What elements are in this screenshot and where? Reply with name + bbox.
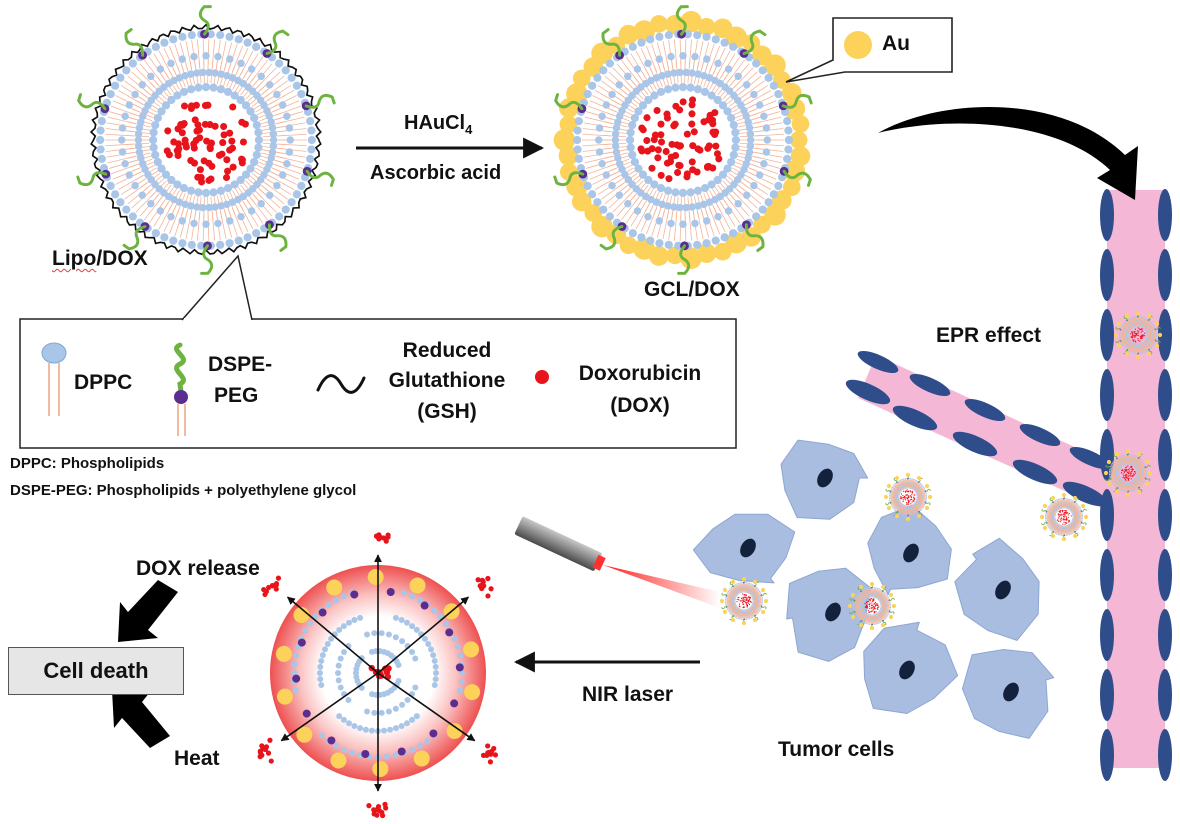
gsh-icon — [316, 374, 366, 394]
gcl-dox-label: GCL/DOX — [644, 278, 740, 301]
reagent-ascorbic-acid: Ascorbic acid — [370, 162, 502, 184]
au-callout — [785, 17, 953, 83]
nir-laser-label: NIR laser — [582, 683, 674, 706]
reagent-main: HAuCl — [404, 112, 466, 134]
reagent-haucl4: HAuCl4 — [404, 112, 472, 138]
nir-laser-device — [514, 516, 720, 608]
reagent-subscript: 4 — [465, 122, 473, 137]
legend-dox-label: Doxorubicin (DOX) — [560, 358, 720, 421]
cell-death-arrows — [112, 580, 178, 748]
dppc-icon — [41, 342, 67, 416]
au-callout-label: Au — [882, 32, 910, 55]
legend-dppc-label: DPPC — [74, 371, 133, 394]
heated-gcl-dox-particle — [257, 532, 499, 819]
gold-nanoparticle-icon — [844, 31, 872, 59]
legend-dox-line2: (DOX) — [610, 393, 670, 417]
doxorubicin-icon — [535, 370, 549, 384]
lipo-word: Lipo — [52, 247, 97, 270]
gcl-dox-liposome — [553, 5, 813, 275]
note-dppc: DPPC: Phospholipids — [10, 455, 165, 472]
legend-dspe-line2: PEG — [214, 384, 259, 408]
legend-gsh-label: Reduced Glutathione (GSH) — [368, 336, 526, 427]
legend-gsh-line1: Reduced — [402, 339, 492, 362]
legend-dox-line1: Doxorubicin — [578, 362, 702, 385]
cell-death-box: Cell death — [8, 647, 184, 695]
epr-effect-label: EPR effect — [936, 324, 1042, 347]
heat-label: Heat — [174, 747, 220, 770]
tumor-cells-label: Tumor cells — [778, 738, 895, 761]
legend-gsh-line2: Glutathione — [388, 369, 506, 393]
legend-callout — [19, 254, 737, 449]
legend-dspe-label: DSPE- PEG — [208, 353, 272, 408]
epr-curved-arrow — [878, 107, 1138, 200]
dox-suffix: /DOX — [96, 247, 148, 270]
blood-vessel — [845, 189, 1172, 781]
tumor-cells-cluster — [692, 439, 1055, 739]
endothelial-cells — [845, 189, 1172, 781]
dspe-peg-icon — [174, 342, 188, 436]
dox-release-label: DOX release — [136, 557, 260, 580]
lipo-dox-liposome — [76, 5, 336, 275]
lipo-dox-label: Lipo/DOX — [52, 247, 148, 271]
legend-gsh-line3: (GSH) — [417, 399, 477, 423]
note-dspe-peg: DSPE-PEG: Phospholipids + polyethylene g… — [10, 482, 357, 499]
legend-dspe-line1: DSPE- — [208, 353, 273, 376]
gcl-nanoparticles-small — [719, 310, 1163, 631]
